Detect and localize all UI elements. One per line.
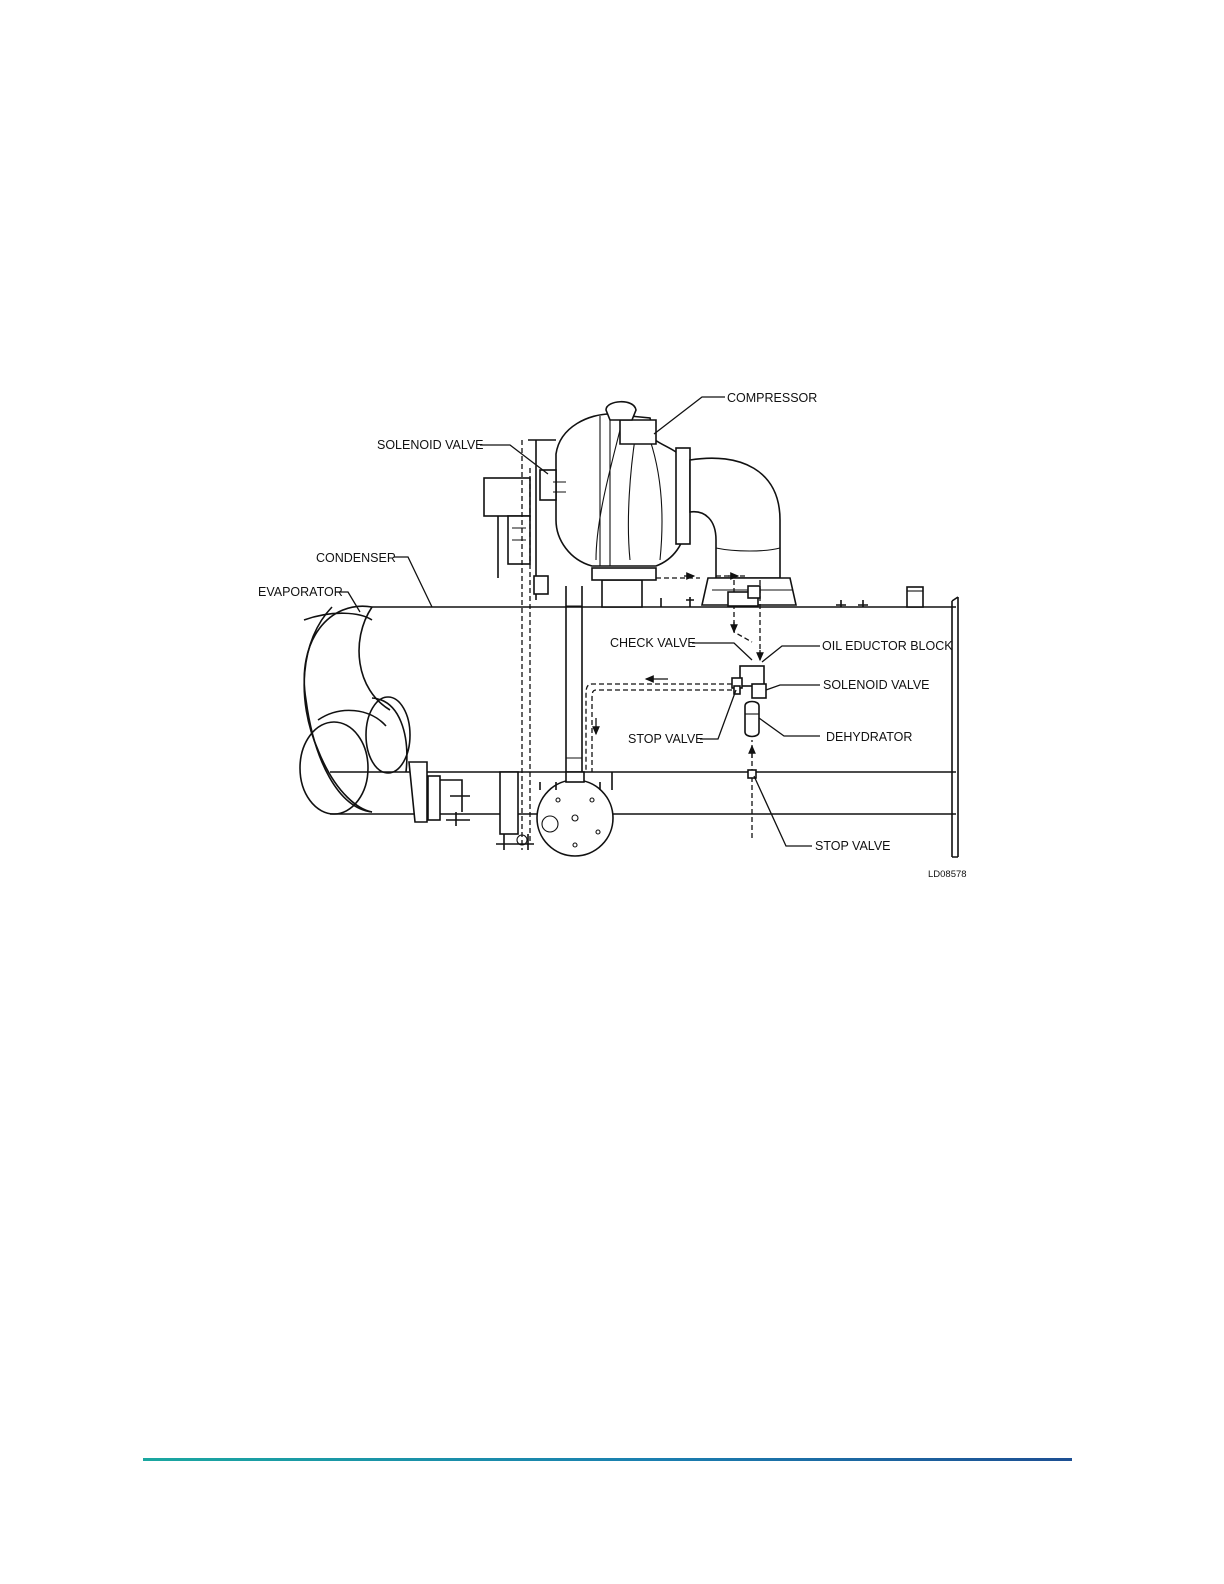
label-check-valve: CHECK VALVE <box>610 636 696 650</box>
label-evaporator: EVAPORATOR <box>258 585 343 599</box>
compressor <box>484 402 796 607</box>
oil-eductor-block <box>740 666 764 686</box>
label-condenser: CONDENSER <box>316 551 396 565</box>
label-oil-eductor-block: OIL EDUCTOR BLOCK <box>822 639 953 653</box>
label-solenoid-valve-right: SOLENOID VALVE <box>823 678 930 692</box>
label-compressor: COMPRESSOR <box>727 391 817 405</box>
drawing-code: LD08578 <box>928 869 967 880</box>
label-dehydrator: DEHYDRATOR <box>826 730 912 744</box>
label-stop-valve-bottom: STOP VALVE <box>815 839 891 853</box>
condenser-evaporator-shell <box>300 587 958 857</box>
dehydrator <box>745 702 759 737</box>
footer-rule <box>143 1458 1072 1461</box>
oil-pump-unit <box>409 762 613 856</box>
label-solenoid-valve-top: SOLENOID VALVE <box>377 438 484 452</box>
solenoid-valve-right <box>752 684 766 698</box>
label-stop-valve-left: STOP VALVE <box>628 732 704 746</box>
